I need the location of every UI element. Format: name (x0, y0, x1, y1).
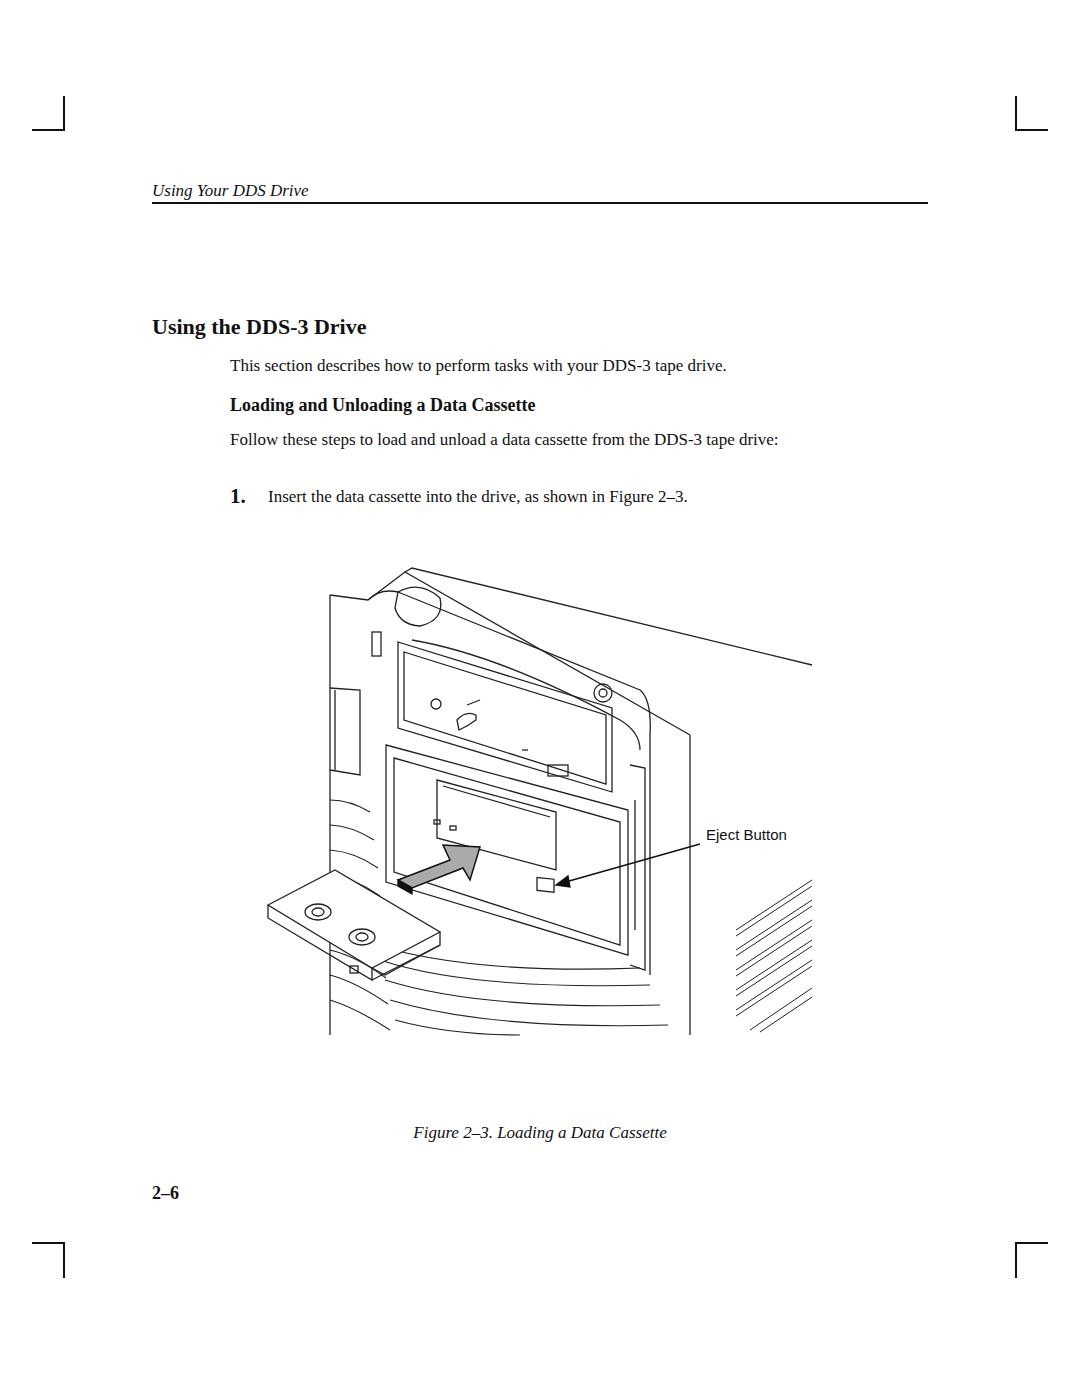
subheading: Loading and Unloading a Data Cassette (230, 395, 536, 416)
leader-line (562, 844, 700, 883)
step-text: Insert the data cassette into the drive,… (268, 487, 688, 507)
insert-arrow (398, 845, 480, 888)
tape-drive-illustration (268, 568, 812, 1035)
body-text: Follow these steps to load and unload a … (230, 430, 779, 450)
callout-label: Eject Button (706, 826, 787, 843)
body-text: This section describes how to perform ta… (230, 356, 727, 376)
running-header: Using Your DDS Drive (152, 181, 309, 201)
header-rule (152, 202, 928, 204)
section-heading: Using the DDS-3 Drive (152, 314, 367, 339)
page-number: 2–6 (152, 1183, 179, 1204)
step-number: 1. (230, 484, 246, 508)
side-grille (736, 880, 812, 1032)
crop-marks (32, 96, 1048, 1278)
figure-caption: Figure 2–3. Loading a Data Cassette (290, 1123, 790, 1143)
